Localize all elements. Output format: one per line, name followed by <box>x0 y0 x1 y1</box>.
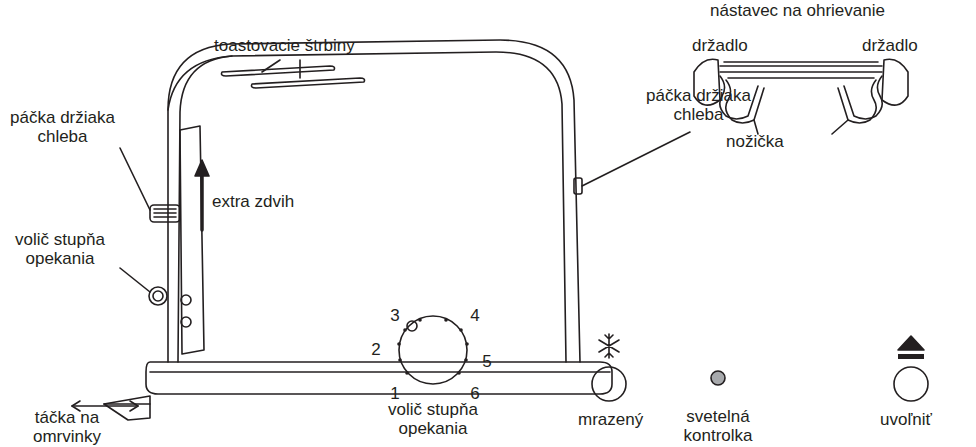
cancel-button <box>894 367 928 401</box>
part-label: uvoľniť <box>880 410 932 429</box>
toast-slot <box>222 66 335 76</box>
toaster-body-inner <box>178 52 566 362</box>
indicator-light <box>711 371 725 385</box>
part-label: volič stupňa opekania <box>0 230 120 268</box>
dial-ticks <box>397 318 469 375</box>
leader-line <box>120 268 150 292</box>
side-button <box>181 317 191 327</box>
leader-line <box>262 60 300 78</box>
knob-cap <box>153 291 163 301</box>
eject-icon-bar <box>898 354 924 359</box>
side-button <box>181 295 191 305</box>
part-label: páčka držiaka chleba <box>0 108 125 146</box>
part-label: táčka na omrvinky <box>12 408 122 446</box>
leader-line <box>120 148 150 210</box>
part-label: toastovacie štrbiny <box>214 36 355 55</box>
side-panel <box>180 126 204 354</box>
lift-arrow <box>200 172 204 230</box>
part-label: 5 <box>480 352 494 371</box>
part-label: 4 <box>468 306 482 325</box>
part-label: mrazený <box>578 410 643 429</box>
crumb-tray <box>104 396 150 420</box>
dial-pointer <box>407 321 417 331</box>
frozen-button <box>592 367 626 401</box>
part-label: volič stupňa opekania <box>372 400 494 438</box>
rack-handle <box>882 59 908 105</box>
body-highlight <box>168 56 232 110</box>
lift-arrowhead <box>195 160 209 176</box>
toaster-body <box>168 40 580 362</box>
part-label: nožička <box>726 132 784 151</box>
browning-knob <box>149 287 167 305</box>
part-label: držadlo <box>862 36 918 55</box>
base-rim <box>150 371 610 373</box>
part-label: svetelná kontrolka <box>670 407 766 445</box>
leader-line <box>754 120 848 134</box>
eject-icon <box>898 336 924 350</box>
bread-lever <box>150 205 180 222</box>
toast-slot <box>252 78 365 88</box>
part-label: držadlo <box>692 36 748 55</box>
tray-arrow <box>72 405 138 407</box>
crumb-tray-edge <box>104 403 150 405</box>
part-label: 2 <box>369 340 383 359</box>
dial <box>399 316 467 384</box>
lever-grip <box>154 209 176 217</box>
bread-lever <box>574 178 582 194</box>
toaster-base <box>146 362 612 394</box>
leader-line <box>582 132 690 186</box>
part-label: nástavec na ohrievanie <box>690 1 905 20</box>
snowflake-icon <box>599 334 619 358</box>
part-label: extra zdvih <box>212 192 294 211</box>
part-label: 3 <box>388 306 402 325</box>
rack-wire <box>720 62 882 78</box>
part-label: páčka držiaka chleba <box>636 86 761 124</box>
